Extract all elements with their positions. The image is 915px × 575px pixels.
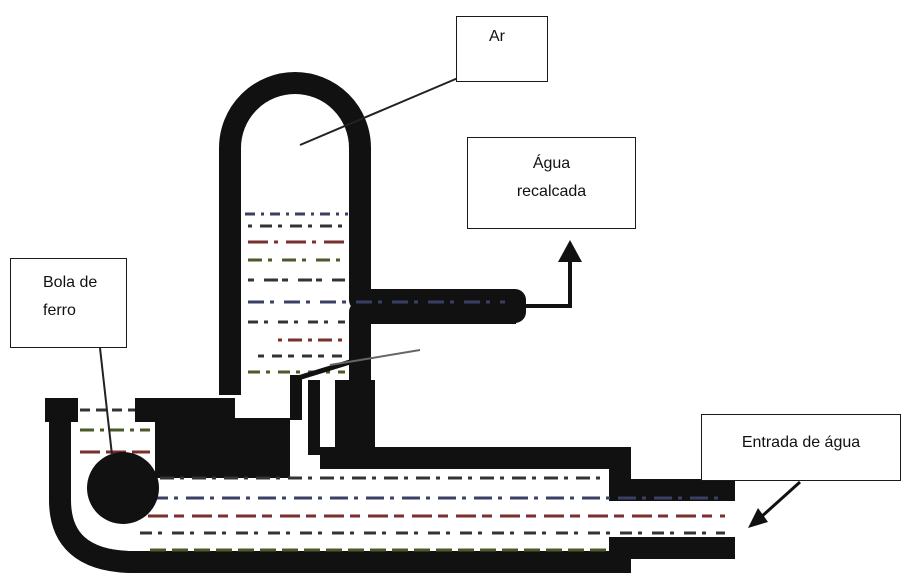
label-iron-ball: Bola de ferro	[10, 258, 127, 348]
label-pumped-water: Água recalcada	[467, 137, 636, 229]
drive-pipe-outline	[49, 400, 735, 573]
pipe-left-cap	[45, 398, 78, 422]
label-air-text: Ar	[489, 28, 505, 45]
outflow-arrow-head	[558, 240, 582, 262]
iron-ball	[87, 452, 159, 524]
label-water-inlet-text: Entrada de água	[741, 434, 861, 451]
chamber-water	[245, 212, 505, 374]
check-valve	[297, 359, 351, 381]
label-iron-ball-line1: Bola de	[43, 274, 98, 291]
air-chamber-wall	[219, 72, 526, 395]
right-block	[335, 380, 375, 460]
delivery-pipe-lower	[368, 312, 516, 324]
outflow-arrow	[515, 262, 572, 308]
label-pumped-water-line2: recalcada	[516, 183, 587, 200]
label-air: Ar	[456, 16, 548, 82]
valve-seat-left	[290, 375, 302, 420]
waste-valve-block	[135, 398, 290, 478]
label-iron-ball-line2: ferro	[43, 302, 76, 319]
pointer-valve	[329, 349, 421, 366]
delivery-pipe-upper	[368, 291, 516, 303]
valve-seat-right	[308, 380, 320, 455]
inflow-arrow-head	[748, 508, 768, 528]
pointer-air	[299, 77, 459, 146]
label-pumped-water-line1: Água	[532, 155, 571, 172]
inflow-arrow	[758, 480, 802, 520]
pointer-ball	[99, 347, 113, 456]
pipe-water	[80, 408, 725, 552]
label-water-inlet: Entrada de água	[701, 414, 901, 481]
drive-pipe-top-wall	[320, 447, 735, 501]
